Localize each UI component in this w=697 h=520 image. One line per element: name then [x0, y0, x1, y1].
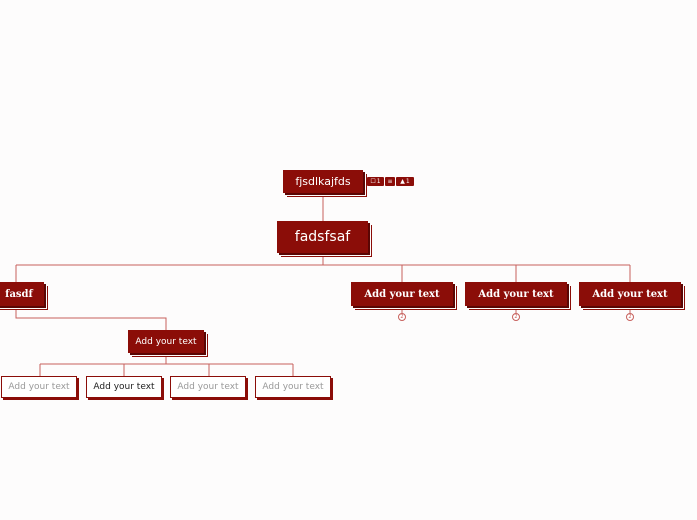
connector-left-branch-sub — [15, 306, 167, 330]
subtopic[interactable]: Add your text — [128, 330, 204, 353]
main-branch-right-2[interactable]: Add your text — [465, 282, 567, 306]
notes-icon: ≡ — [387, 178, 393, 185]
main-branch-right-1-label: Add your text — [364, 288, 440, 300]
child-topic-2-label: Add your text — [93, 382, 155, 392]
child-topic-1-label: Add your text — [8, 382, 70, 392]
child-topic-3-label: Add your text — [177, 382, 239, 392]
main-branch-right-3-label: Add your text — [592, 288, 668, 300]
child-topic-4[interactable]: Add your text — [255, 376, 331, 398]
expand-toggle-3-count: 2 — [628, 314, 632, 320]
comment-icon: ☐ — [370, 178, 376, 185]
central-topic-label: fadsfsaf — [294, 229, 351, 245]
main-branch-right-1[interactable]: Add your text — [351, 282, 453, 306]
comment-badge[interactable]: ☐ 1 — [367, 177, 384, 186]
main-branch-right-2-label: Add your text — [478, 288, 554, 300]
expand-toggle-1-count: 2 — [400, 314, 404, 320]
central-topic[interactable]: fadsfsaf — [277, 221, 368, 253]
child-topic-2[interactable]: Add your text — [86, 376, 162, 398]
like-icon: ▲ — [400, 178, 405, 185]
main-branch-left-label: fasdf — [5, 288, 33, 300]
expand-toggle-2-count: 2 — [514, 314, 518, 320]
expand-toggle-3[interactable]: 2 — [626, 313, 634, 321]
main-branch-right-3[interactable]: Add your text — [579, 282, 681, 306]
expand-toggle-2[interactable]: 2 — [512, 313, 520, 321]
subtopic-label: Add your text — [135, 336, 197, 347]
child-topic-3[interactable]: Add your text — [170, 376, 246, 398]
expand-toggle-1[interactable]: 2 — [398, 313, 406, 321]
like-count: 1 — [405, 178, 410, 185]
top-topic[interactable]: fjsdlkajfds — [283, 170, 363, 193]
top-topic-label: fjsdlkajfds — [295, 175, 351, 188]
child-topic-1[interactable]: Add your text — [1, 376, 77, 398]
notes-badge[interactable]: ≡ — [385, 177, 395, 186]
like-badge[interactable]: ▲ 1 — [396, 177, 414, 186]
child-topic-4-label: Add your text — [262, 382, 324, 392]
main-branch-left[interactable]: fasdf — [0, 282, 44, 306]
comment-count: 1 — [376, 178, 381, 185]
